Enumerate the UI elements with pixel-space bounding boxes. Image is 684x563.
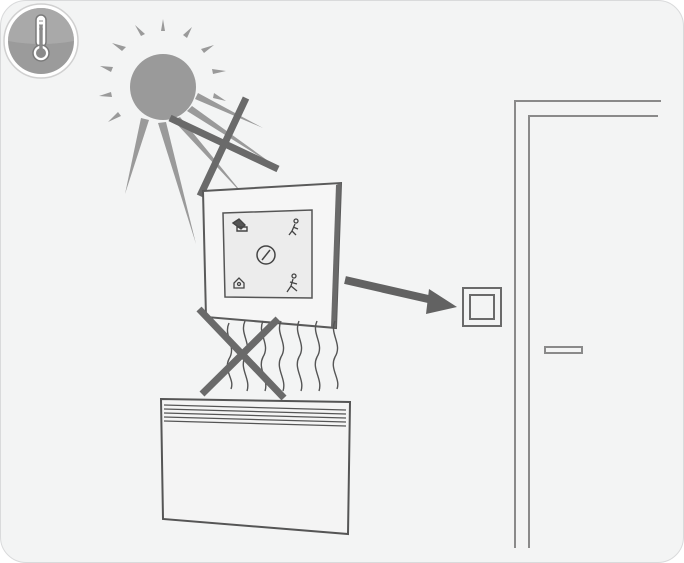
sun-icon: [99, 19, 278, 244]
heat-cross: [196, 306, 287, 401]
convector-heater: [159, 397, 352, 536]
walk-icon: [288, 218, 299, 236]
thermometer-badge: [3, 3, 79, 79]
door: [514, 100, 661, 548]
run-icon: [286, 273, 298, 293]
power-icon: [256, 245, 276, 265]
thermostat-device: [201, 181, 343, 330]
sun-cross: [168, 96, 280, 198]
wall-switch: [462, 287, 502, 327]
thermometer-icon: [32, 14, 50, 62]
sleep-icon: [231, 218, 248, 232]
home-icon: [233, 277, 245, 289]
door-handle: [544, 346, 583, 354]
placement-arrow: [344, 276, 457, 314]
